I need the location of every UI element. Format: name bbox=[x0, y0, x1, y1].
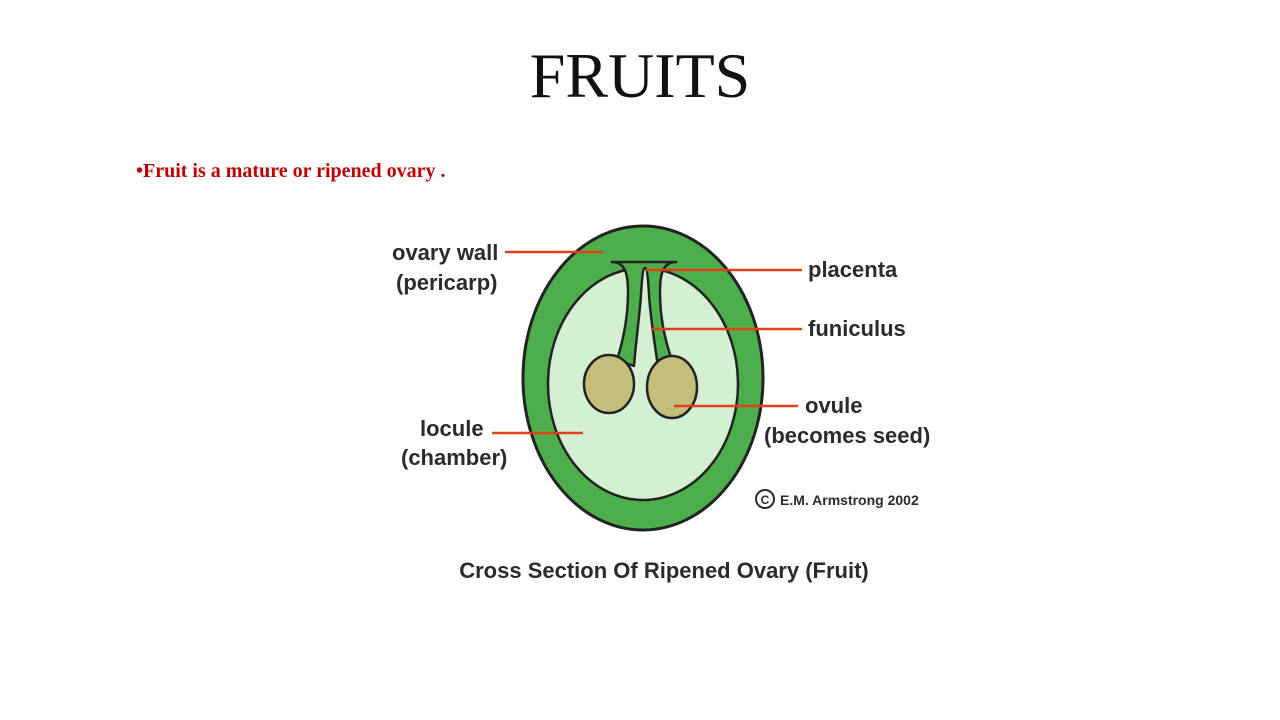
locule-shape bbox=[546, 266, 740, 502]
bullet-text: •Fruit is a mature or ripened ovary . bbox=[136, 160, 446, 182]
copyright-icon bbox=[755, 489, 775, 509]
funiculus-shape bbox=[610, 260, 678, 368]
ovule-right-shape bbox=[645, 354, 699, 420]
slide-title: FRUITS bbox=[529, 40, 751, 111]
diagram-caption: Cross Section Of Ripened Ovary (Fruit) bbox=[459, 558, 869, 583]
label-locule: locule bbox=[420, 416, 484, 441]
label-becomes-seed: (becomes seed) bbox=[764, 423, 930, 448]
label-placenta: placenta bbox=[808, 257, 898, 282]
ovule-left-shape bbox=[582, 353, 636, 415]
copyright-text: E.M. Armstrong 2002 bbox=[780, 492, 919, 508]
label-funiculus: funiculus bbox=[808, 316, 906, 341]
copyright-symbol-letter: C bbox=[761, 493, 770, 507]
label-ovary-wall: ovary wall bbox=[392, 240, 498, 265]
label-pericarp: (pericarp) bbox=[396, 270, 497, 295]
label-ovule: ovule bbox=[805, 393, 862, 418]
label-chamber: (chamber) bbox=[401, 445, 507, 470]
